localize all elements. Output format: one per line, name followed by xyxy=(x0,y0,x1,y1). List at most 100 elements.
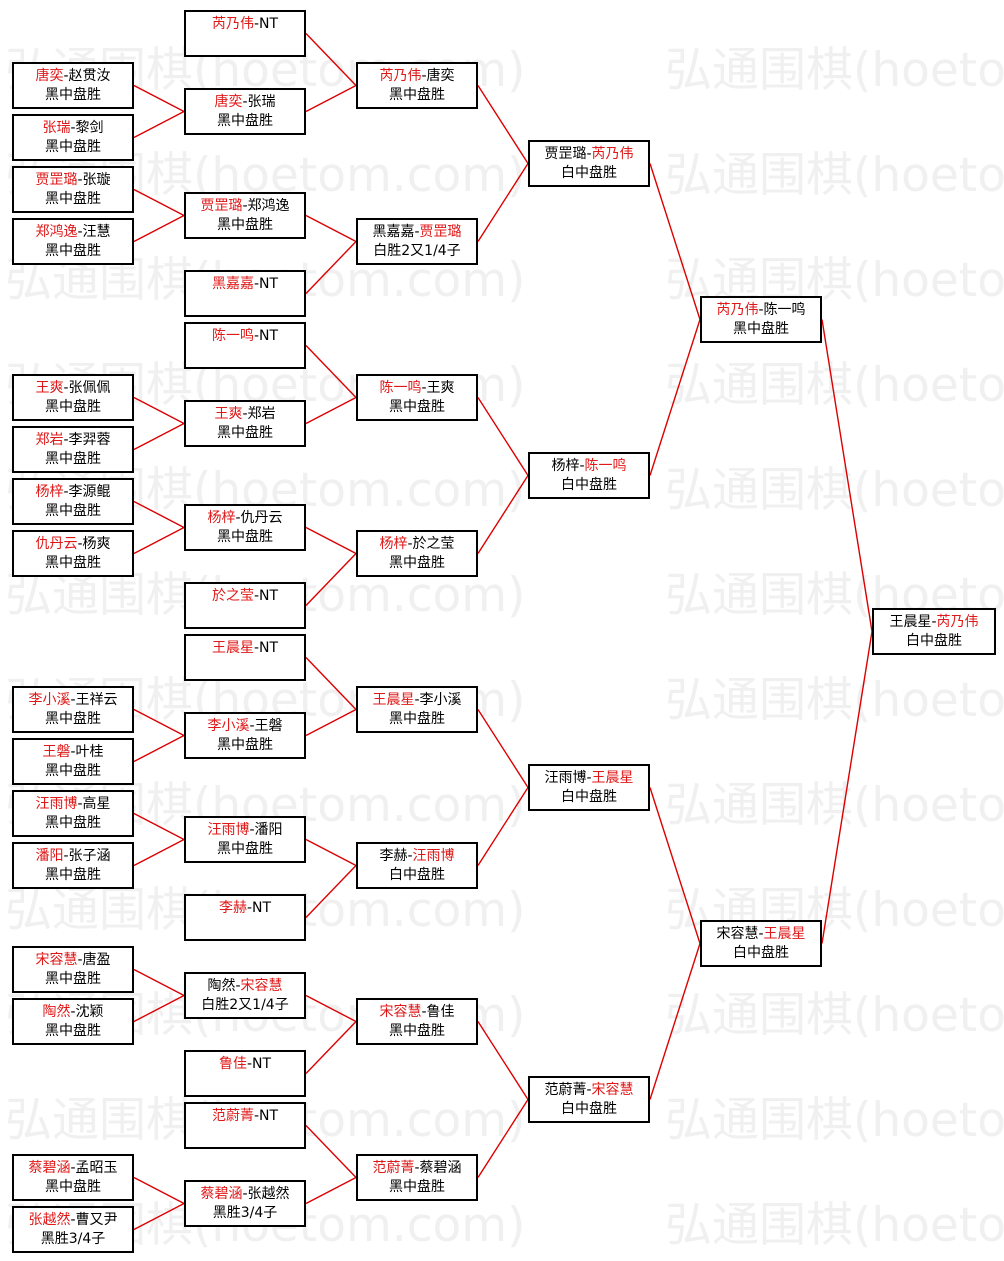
player-name: 王磐 xyxy=(254,718,283,734)
match-result: 黑中盘胜 xyxy=(45,191,101,207)
separator: - xyxy=(242,1186,248,1202)
match-pairing: 陈一鸣-王爽 xyxy=(358,379,476,398)
match-pairing: 杨梓-仇丹云 xyxy=(186,509,304,528)
player-name: 王爽 xyxy=(214,406,243,422)
match-box: 李小溪-王祥云黑中盘胜 xyxy=(12,686,134,733)
bracket-connector xyxy=(649,943,701,1100)
match-result: 黑中盘胜 xyxy=(45,763,101,779)
match-result: 黑中盘胜 xyxy=(45,815,101,831)
match-pairing: 唐奕-赵贯汝 xyxy=(14,67,132,86)
watermark-text: 弘通围棋(hoetom.com) xyxy=(665,1093,1004,1148)
match-box: 范蔚菁-NT xyxy=(184,1102,306,1149)
bracket-connector xyxy=(133,500,185,529)
match-box: 王磐-叶桂黑中盘胜 xyxy=(12,738,134,785)
player-name: 蔡碧涵 xyxy=(200,1186,243,1202)
bracket-connector xyxy=(305,1176,357,1205)
match-result: 白中盘胜 xyxy=(733,945,789,961)
bracket-connector xyxy=(477,1099,529,1178)
match-result: 黑中盘胜 xyxy=(45,711,101,727)
watermark-text: 弘通围棋(hoetom.com) xyxy=(665,1198,1004,1253)
match-pairing: 於之莹-NT xyxy=(186,587,304,606)
bracket-connector xyxy=(305,33,357,86)
player-name: 杨爽 xyxy=(82,536,111,552)
match-result: 白胜2又1/4子 xyxy=(373,243,461,259)
player-name: 杨梓 xyxy=(551,458,580,474)
player-name: 宋容慧 xyxy=(240,978,283,994)
bracket-connector xyxy=(305,345,357,398)
match-pairing: 汪雨博-王晨星 xyxy=(530,769,648,788)
bracket-connector xyxy=(649,163,701,320)
match-result: 黑中盘胜 xyxy=(733,321,789,337)
match-result: 白中盘胜 xyxy=(561,789,617,805)
player-name: 宋容慧 xyxy=(591,1082,634,1098)
player-name: NT xyxy=(252,1056,272,1072)
match-box: 潘阳-张子涵黑中盘胜 xyxy=(12,842,134,889)
match-box: 李小溪-王磐黑中盘胜 xyxy=(184,712,306,759)
player-name: 鲁佳 xyxy=(218,1056,247,1072)
match-result: 黑中盘胜 xyxy=(45,243,101,259)
player-name: 张瑞 xyxy=(42,120,71,136)
watermark-text: 弘通围棋(hoetom.com) xyxy=(665,778,1004,833)
match-box: 蔡碧涵-张越然黑胜3/4子 xyxy=(184,1180,306,1227)
separator: - xyxy=(407,536,413,552)
player-name: 贾罡璐 xyxy=(200,198,243,214)
player-name: 唐奕 xyxy=(426,68,455,84)
match-box: 芮乃伟-NT xyxy=(184,10,306,57)
match-box: 王晨星-NT xyxy=(184,634,306,681)
match-pairing: 黑嘉嘉-贾罡璐 xyxy=(358,223,476,242)
bracket-connector xyxy=(133,812,185,841)
separator: - xyxy=(63,432,69,448)
match-pairing: 汪雨博-潘阳 xyxy=(186,821,304,840)
bracket-connector xyxy=(649,787,701,944)
separator: - xyxy=(586,1082,592,1098)
match-result: 白中盘胜 xyxy=(561,477,617,493)
player-name: 於之莹 xyxy=(412,536,455,552)
match-result: 白中盘胜 xyxy=(906,633,962,649)
match-box: 张瑞-黎剑黑中盘胜 xyxy=(12,114,134,161)
match-box: 李赫-NT xyxy=(184,894,306,941)
player-name: 王晨星 xyxy=(372,692,415,708)
match-result: 白中盘胜 xyxy=(389,867,445,883)
player-name: 蔡碧涵 xyxy=(28,1160,71,1176)
match-result: 黑中盘胜 xyxy=(217,113,273,129)
player-name: 潘阳 xyxy=(254,822,283,838)
separator: - xyxy=(242,198,248,214)
match-pairing: 王晨星-NT xyxy=(186,639,304,658)
match-box: 宋容慧-唐盈黑中盘胜 xyxy=(12,946,134,993)
match-result: 黑中盘胜 xyxy=(389,1023,445,1039)
match-result: 黑中盘胜 xyxy=(45,971,101,987)
match-pairing: 范蔚菁-宋容慧 xyxy=(530,1081,648,1100)
match-pairing: 杨梓-李源鲲 xyxy=(14,483,132,502)
watermark-text: 弘通围棋(hoetom.com) xyxy=(665,148,1004,203)
separator: - xyxy=(70,120,76,136)
match-result: 黑中盘胜 xyxy=(45,867,101,883)
player-name: 黎剑 xyxy=(75,120,104,136)
bracket-connector xyxy=(477,397,529,476)
separator: - xyxy=(407,848,413,864)
match-pairing: 王晨星-李小溪 xyxy=(358,691,476,710)
match-result: 黑胜3/4子 xyxy=(212,1205,278,1221)
bracket-connector xyxy=(305,241,357,294)
player-name: 张越然 xyxy=(247,1186,290,1202)
match-box: 宋容慧-鲁佳黑中盘胜 xyxy=(356,998,478,1045)
match-box: 陶然-沈颖黑中盘胜 xyxy=(12,998,134,1045)
player-name: 张越然 xyxy=(28,1212,71,1228)
match-box: 杨梓-李源鲲黑中盘胜 xyxy=(12,478,134,525)
player-name: 贾罡璐 xyxy=(544,146,587,162)
match-result: 黑中盘胜 xyxy=(389,711,445,727)
match-result: 黑中盘胜 xyxy=(217,217,273,233)
separator: - xyxy=(758,302,764,318)
separator: - xyxy=(421,68,427,84)
separator: - xyxy=(70,1160,76,1176)
match-box: 鲁佳-NT xyxy=(184,1050,306,1097)
separator: - xyxy=(421,380,427,396)
match-pairing: 张越然-曹又尹 xyxy=(14,1211,132,1230)
match-box: 杨梓-陈一鸣白中盘胜 xyxy=(528,452,650,499)
match-pairing: 李小溪-王磐 xyxy=(186,717,304,736)
bracket-connector xyxy=(821,319,873,632)
player-name: 仇丹云 xyxy=(240,510,283,526)
separator: - xyxy=(253,588,260,604)
match-pairing: 芮乃伟-陈一鸣 xyxy=(702,301,820,320)
separator: - xyxy=(586,146,592,162)
separator: - xyxy=(253,328,260,344)
